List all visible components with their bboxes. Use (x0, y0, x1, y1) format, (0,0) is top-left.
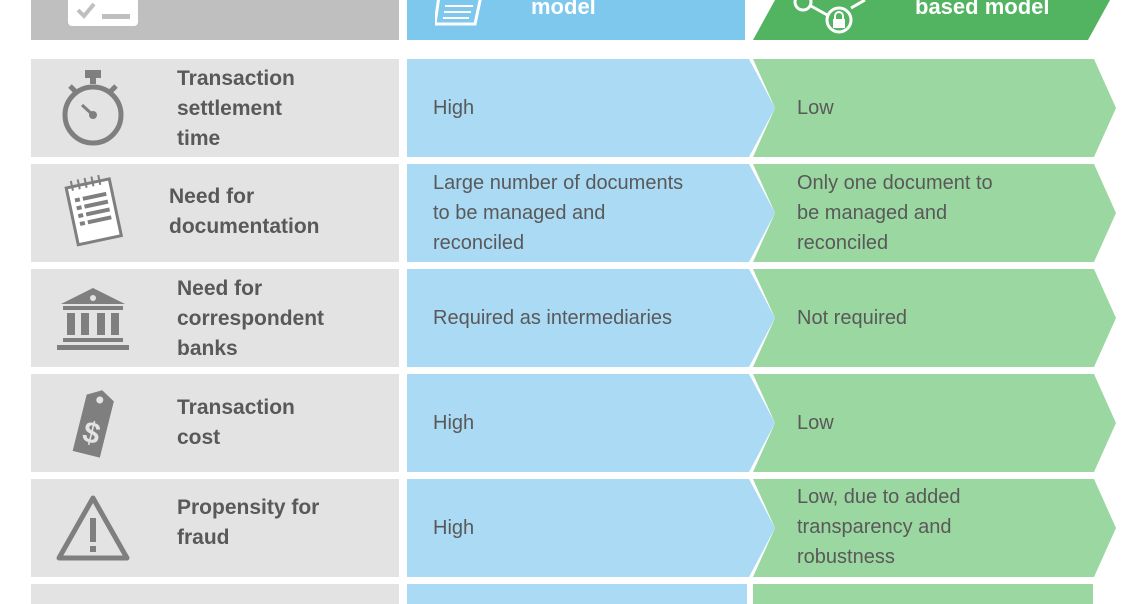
row-mid-value: Large number of documents to be managed … (433, 172, 684, 254)
row-blockchain-partial (753, 584, 1093, 604)
row-mid-value: Required as intermediaries (433, 307, 673, 329)
row-criteria-documentation: Need for documentation (31, 164, 399, 262)
row-label: Transaction cost (177, 396, 295, 449)
document-header-icon (435, 0, 482, 26)
row-traditional-settlement-time: High (407, 59, 775, 157)
row-blockchain-correspondent-banks: Not required (753, 269, 1116, 367)
row-label: Propensity for fraud (177, 496, 320, 549)
row-traditional-partial (407, 584, 747, 604)
row-right-value: Only one document to be managed and reco… (797, 172, 993, 254)
row-criteria-correspondent-banks: Need for correspondent banks (31, 269, 399, 367)
document-icon (64, 174, 124, 247)
row-criteria-settlement-time: Transaction settlement time (31, 59, 399, 157)
row-mid-value: High (433, 412, 475, 434)
header-blockchain-model: based model (753, 0, 1110, 40)
row-blockchain-transaction-cost: Low (753, 374, 1116, 472)
row-traditional-documentation: Large number of documents to be managed … (407, 164, 775, 262)
network-lock-icon (793, 0, 873, 36)
row-right-value: Low (797, 412, 834, 434)
row-right-value: Low (797, 97, 834, 119)
row-criteria-fraud: Propensity for fraud (31, 479, 399, 577)
row-criteria-transaction-cost: $ Transaction cost (31, 374, 399, 472)
checklist-icon (68, 0, 138, 26)
price-tag-icon: $ (72, 390, 114, 458)
row-criteria-partial (31, 584, 399, 604)
row-blockchain-documentation: Only one document to be managed and reco… (753, 164, 1116, 262)
row-traditional-fraud: High (407, 479, 775, 577)
header-right-label: based model (915, 0, 1050, 19)
row-mid-value: High (433, 97, 475, 119)
header-traditional-model: model (407, 0, 745, 40)
header-criteria-cell (31, 0, 399, 40)
warning-icon (56, 495, 130, 561)
row-right-value: Low, due to added transparency and robus… (797, 486, 961, 568)
row-traditional-transaction-cost: High (407, 374, 775, 472)
row-blockchain-settlement-time: Low (753, 59, 1116, 157)
bank-icon (57, 288, 129, 350)
row-traditional-correspondent-banks: Required as intermediaries (407, 269, 775, 367)
row-right-value: Not required (797, 307, 908, 329)
row-mid-value: High (433, 517, 475, 539)
row-label: Transaction settlement time (177, 67, 295, 150)
row-label: Need for documentation (169, 185, 320, 238)
row-label: Need for correspondent banks (177, 277, 325, 360)
row-blockchain-fraud: Low, due to added transparency and robus… (753, 479, 1116, 577)
header-mid-label: model (531, 0, 596, 19)
stopwatch-icon (62, 70, 124, 146)
